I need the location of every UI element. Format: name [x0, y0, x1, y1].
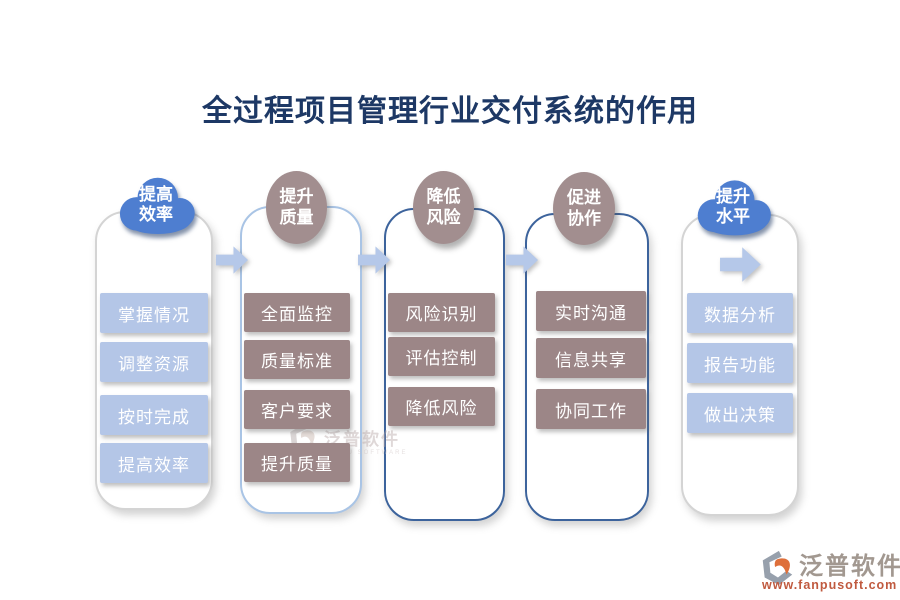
- list-item: 数据分析: [687, 293, 793, 333]
- flow-arrow-icon: [358, 245, 391, 275]
- header-label: 降低 风险: [426, 187, 461, 227]
- cloud-icon: [119, 177, 195, 235]
- page-title: 全过程项目管理行业交付系统的作用: [202, 95, 698, 128]
- watermark-subtext: FANPU SOFTWARE: [324, 450, 408, 456]
- list-item: 全面监控: [244, 293, 350, 332]
- list-item: 提高效率: [100, 443, 208, 483]
- list-item: 质量标准: [244, 340, 350, 379]
- flow-arrow-icon: [506, 245, 539, 275]
- header-label: 促进 协作: [567, 188, 601, 228]
- list-item: 提升质量: [244, 443, 350, 482]
- list-item: 协同工作: [536, 389, 646, 429]
- logo-name: 泛普软件: [799, 554, 900, 580]
- flow-arrow-icon: [216, 245, 249, 275]
- ellipse-header-collaboration: 促进 协作: [553, 172, 615, 245]
- list-item: 调整资源: [100, 342, 208, 382]
- list-item: 做出决策: [687, 393, 793, 433]
- fanpu-logo-icon: [762, 550, 793, 586]
- header-label: 提高 效率: [139, 184, 173, 224]
- header-label: 提升 质量: [279, 187, 314, 227]
- list-item: 风险识别: [388, 293, 495, 332]
- list-item: 客户要求: [244, 390, 350, 429]
- list-item: 按时完成: [100, 395, 208, 435]
- list-item: 掌握情况: [100, 293, 208, 333]
- list-item: 降低风险: [388, 387, 495, 426]
- ellipse-header-quality: 提升 质量: [266, 171, 327, 244]
- cloud-icon: [697, 180, 771, 236]
- list-item: 实时沟通: [536, 291, 646, 331]
- header-label: 提升 水平: [716, 186, 750, 226]
- flow-arrow-icon: [720, 246, 762, 283]
- cloud-header-efficiency: 提高 效率: [112, 170, 200, 240]
- ellipse-header-risk: 降低 风险: [413, 171, 474, 244]
- list-item: 评估控制: [388, 337, 495, 376]
- cloud-header-level: 提升 水平: [690, 174, 776, 240]
- list-item: 报告功能: [687, 343, 793, 383]
- list-item: 信息共享: [536, 338, 646, 378]
- logo-url: www.fanpusoft.com: [762, 578, 898, 592]
